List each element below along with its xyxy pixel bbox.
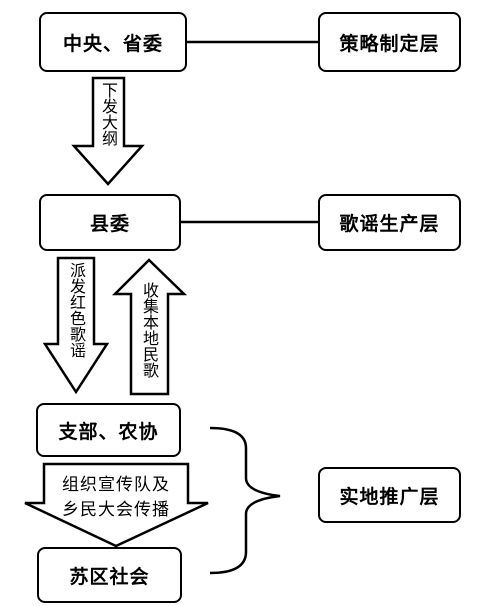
label-collect-songs: 收集本地民歌 [140, 282, 159, 378]
node-central: 中央、省委 [39, 12, 187, 72]
layer-production: 歌谣生产层 [318, 194, 461, 251]
arrow-distribute-songs [42, 256, 110, 395]
label-distribute-songs: 派发红色歌谣 [67, 262, 86, 358]
arrow-issue-outline [71, 76, 145, 186]
layer-promotion: 实地推广层 [318, 467, 461, 523]
node-branch: 支部、农协 [36, 403, 181, 457]
bracket [209, 426, 281, 575]
label-organize-line1: 组织宣传队及 [62, 475, 170, 495]
label-issue-outline: 下发大纲 [99, 82, 118, 146]
layer-strategy: 策略制定层 [318, 12, 461, 72]
node-county: 县委 [39, 194, 181, 251]
node-soviet: 苏区社会 [37, 547, 182, 603]
arrow-organize [24, 462, 209, 548]
label-organize-line2: 乡民大会传播 [62, 500, 170, 520]
arrow-collect-songs [111, 258, 188, 396]
